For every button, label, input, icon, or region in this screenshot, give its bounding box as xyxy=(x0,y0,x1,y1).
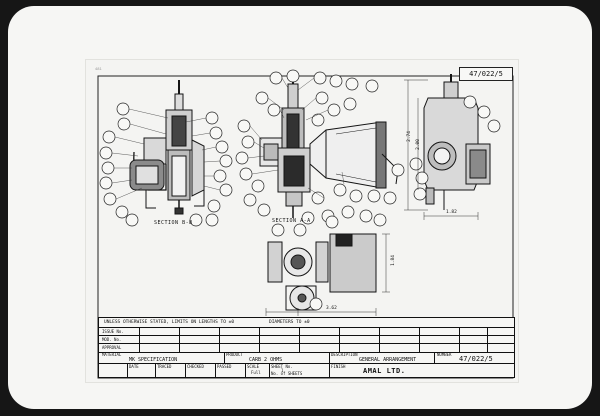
drawing-reference-number: 47/022/5 xyxy=(459,67,513,81)
issue-no-label: ISSUE No. xyxy=(102,329,124,334)
section-a-a-view xyxy=(259,76,399,218)
material-row: MATERIAL MK SPECIFICATION PRODUCT CARB 2… xyxy=(99,352,514,364)
end-elevation-view xyxy=(423,74,491,210)
material-value: MK SPECIFICATION xyxy=(129,357,178,363)
grid-line xyxy=(299,327,300,352)
mod-no-label: MOD. No. xyxy=(102,337,122,342)
grid-line xyxy=(224,352,225,363)
grid-line xyxy=(215,363,216,377)
section-a-a-label: SECTION A-A xyxy=(272,218,311,224)
product-label: PRODUCT xyxy=(226,352,243,357)
plan-view-dimensions xyxy=(265,233,390,316)
grid-line xyxy=(339,327,340,352)
grid-line xyxy=(259,327,260,352)
grid-line xyxy=(269,363,270,377)
mod-row: MOD. No. xyxy=(99,335,514,344)
signoff-row: DATE TRACED CHECKED PASSED SCALE Full SH… xyxy=(99,363,514,376)
date-label: DATE xyxy=(129,364,139,369)
section-b-b-callouts xyxy=(99,102,233,227)
finish-label: FINISH xyxy=(331,364,346,369)
grid-line xyxy=(219,327,220,352)
drawing-sheet: 481 xyxy=(86,60,518,382)
dimension-height: 2.74 xyxy=(406,131,412,142)
company-name: AMAL LTD. xyxy=(363,367,406,375)
tolerance-row: UNLESS OTHERWISE STATED, LIMITS ON LENGT… xyxy=(99,318,514,328)
section-b-b-leaders xyxy=(111,108,221,200)
grid-line xyxy=(155,363,156,377)
approval-label: APPROVAL xyxy=(102,345,122,350)
traced-label: TRACED xyxy=(157,364,172,369)
dimension-body-height: 2.00 xyxy=(415,139,421,150)
product-value: CARB 2 OHMS xyxy=(249,357,283,363)
dimension-end-width: 1.82 xyxy=(446,210,457,215)
sheet-stamp: 481 xyxy=(95,66,102,71)
dimension-plan-height: 1.84 xyxy=(390,255,396,266)
grid-line xyxy=(127,363,128,377)
scale-value: Full xyxy=(251,370,261,375)
checked-label: CHECKED xyxy=(187,364,204,369)
diameters-note: DIAMETERS TO ±0 xyxy=(269,320,310,325)
section-a-a-callouts xyxy=(235,69,405,227)
technical-drawing xyxy=(97,69,514,379)
material-label: MATERIAL xyxy=(102,352,122,357)
description-label: DESCRIPTION xyxy=(331,352,358,357)
section-b-b-view xyxy=(129,80,205,215)
grid-line xyxy=(139,327,140,352)
end-view-dimensions xyxy=(404,79,479,220)
issue-row: ISSUE No. xyxy=(99,327,514,336)
section-a-a-leaders xyxy=(247,77,345,199)
approval-row: APPROVAL xyxy=(99,343,514,353)
number-value: 47/022/5 xyxy=(459,355,493,363)
number-label: NUMBER xyxy=(437,352,452,357)
sheet-no-value: 1 xyxy=(281,368,284,373)
title-block: UNLESS OTHERWISE STATED, LIMITS ON LENGT… xyxy=(98,317,515,378)
grid-line xyxy=(329,352,330,363)
plan-view xyxy=(267,233,377,311)
section-b-b-label: SECTION B-B xyxy=(154,220,193,226)
end-view-callouts xyxy=(409,95,501,201)
no-of-sheets-label: No. of SHEETS xyxy=(271,371,303,376)
grid-line xyxy=(179,327,180,352)
sheet-no-label: SHEET No. xyxy=(271,364,293,369)
description-value: GENERAL ARRANGEMENT xyxy=(359,357,417,363)
tolerance-note: UNLESS OTHERWISE STATED, LIMITS ON LENGT… xyxy=(104,320,235,325)
passed-label: PASSED xyxy=(217,364,232,369)
grid-line xyxy=(329,363,330,377)
grid-line xyxy=(434,352,435,363)
plan-view-callouts xyxy=(271,215,339,311)
grid-line xyxy=(419,327,420,352)
grid-line xyxy=(459,327,460,352)
scale-label: SCALE xyxy=(247,364,260,369)
grid-line xyxy=(185,363,186,377)
grid-line xyxy=(379,327,380,352)
dimension-plan-width: 3.62 xyxy=(326,306,337,311)
grid-line xyxy=(245,363,246,377)
grid-line xyxy=(487,327,488,352)
